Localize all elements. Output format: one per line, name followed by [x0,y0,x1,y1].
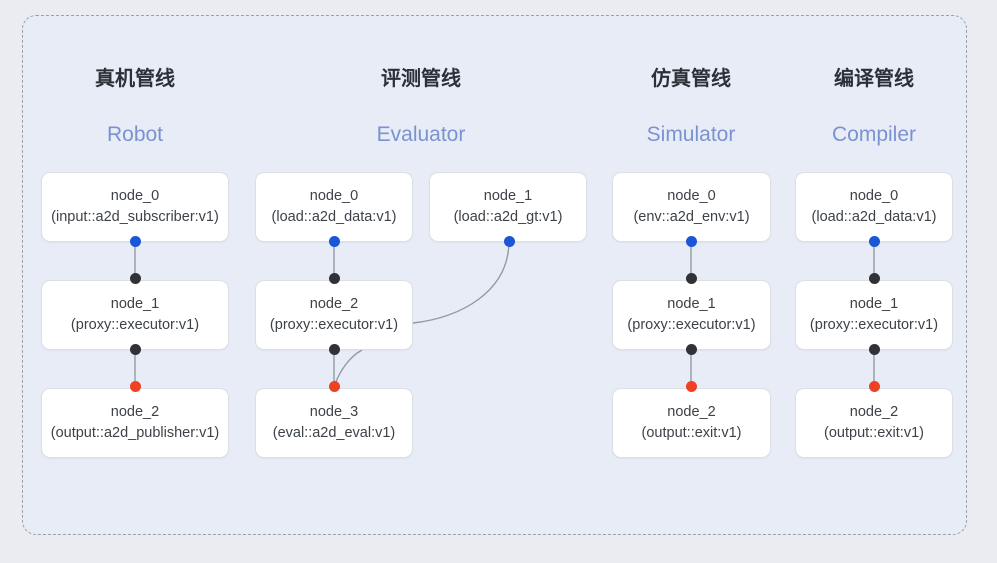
port-output-blue[interactable] [328,236,340,247]
port-input-red[interactable] [686,381,697,392]
port-output-black[interactable] [328,344,340,355]
port-output-blue[interactable] [686,236,697,247]
column-title-en-simulator: Simulator [646,123,736,146]
column-title-en-robot: Robot [106,123,164,146]
node-label-type: (eval::a2d_eval:v1) [272,425,396,441]
node-label-type: (output::exit:v1) [641,425,742,441]
node-evaluator-3[interactable]: node_3 (eval::a2d_eval:v1) [255,388,413,458]
column-title-cn-robot: 真机管线 [95,68,175,90]
node-label-name: node_0 [849,188,899,204]
port-input-black[interactable] [328,273,340,284]
node-evaluator-0[interactable]: node_0 (load::a2d_data:v1) [255,172,413,242]
node-compiler-1[interactable]: node_1 (proxy::executor:v1) [795,280,953,350]
node-label-type: (load::a2d_gt:v1) [453,209,563,225]
node-label-name: node_0 [309,188,359,204]
node-simulator-1[interactable]: node_1 (proxy::executor:v1) [612,280,771,350]
port-input-red[interactable] [868,381,880,392]
node-robot-1[interactable]: node_1 (proxy::executor:v1) [41,280,229,350]
node-label-name: node_2 [849,404,899,420]
node-label-type: (output::a2d_publisher:v1) [50,425,220,441]
node-label-type: (output::exit:v1) [824,425,924,441]
node-label-type: (proxy::executor:v1) [627,317,756,333]
node-label-name: node_2 [110,404,160,420]
port-input-black[interactable] [868,273,880,284]
node-label-name: node_1 [483,188,533,204]
node-label-name: node_1 [667,296,716,312]
node-robot-2[interactable]: node_2 (output::a2d_publisher:v1) [41,388,229,458]
node-label-name: node_0 [110,188,160,204]
port-output-blue[interactable] [503,236,515,247]
node-simulator-2[interactable]: node_2 (output::exit:v1) [612,388,771,458]
port-input-black[interactable] [129,273,141,284]
port-input-red[interactable] [328,381,340,392]
column-title-en-evaluator: Evaluator [376,123,466,146]
port-output-blue[interactable] [129,236,141,247]
node-label-name: node_3 [309,404,359,420]
column-title-en-compiler: Compiler [831,123,917,146]
port-output-blue[interactable] [868,236,880,247]
node-compiler-2[interactable]: node_2 (output::exit:v1) [795,388,953,458]
node-label-name: node_1 [110,296,160,312]
node-robot-0[interactable]: node_0 (input::a2d_subscriber:v1) [41,172,229,242]
node-label-type: (proxy::executor:v1) [809,317,939,333]
port-output-black[interactable] [129,344,141,355]
node-label-type: (load::a2d_data:v1) [811,209,937,225]
port-output-black[interactable] [868,344,880,355]
node-label-type: (proxy::executor:v1) [70,317,200,333]
column-title-cn-evaluator: 评测管线 [381,68,461,90]
node-compiler-0[interactable]: node_0 (load::a2d_data:v1) [795,172,953,242]
node-label-type: (load::a2d_data:v1) [271,209,397,225]
node-evaluator-1[interactable]: node_1 (load::a2d_gt:v1) [429,172,587,242]
node-label-type: (input::a2d_subscriber:v1) [51,209,219,225]
column-title-cn-compiler: 编译管线 [834,68,914,90]
port-output-black[interactable] [686,344,697,355]
node-simulator-0[interactable]: node_0 (env::a2d_env:v1) [612,172,771,242]
column-title-cn-simulator: 仿真管线 [651,68,731,90]
node-label-type: (proxy::executor:v1) [269,317,399,333]
node-label-name: node_2 [309,296,359,312]
node-label-name: node_2 [667,404,716,420]
port-input-red[interactable] [129,381,141,392]
node-label-name: node_0 [667,188,716,204]
port-input-black[interactable] [686,273,697,284]
node-label-name: node_1 [849,296,899,312]
node-evaluator-2[interactable]: node_2 (proxy::executor:v1) [255,280,413,350]
node-label-type: (env::a2d_env:v1) [633,209,750,225]
